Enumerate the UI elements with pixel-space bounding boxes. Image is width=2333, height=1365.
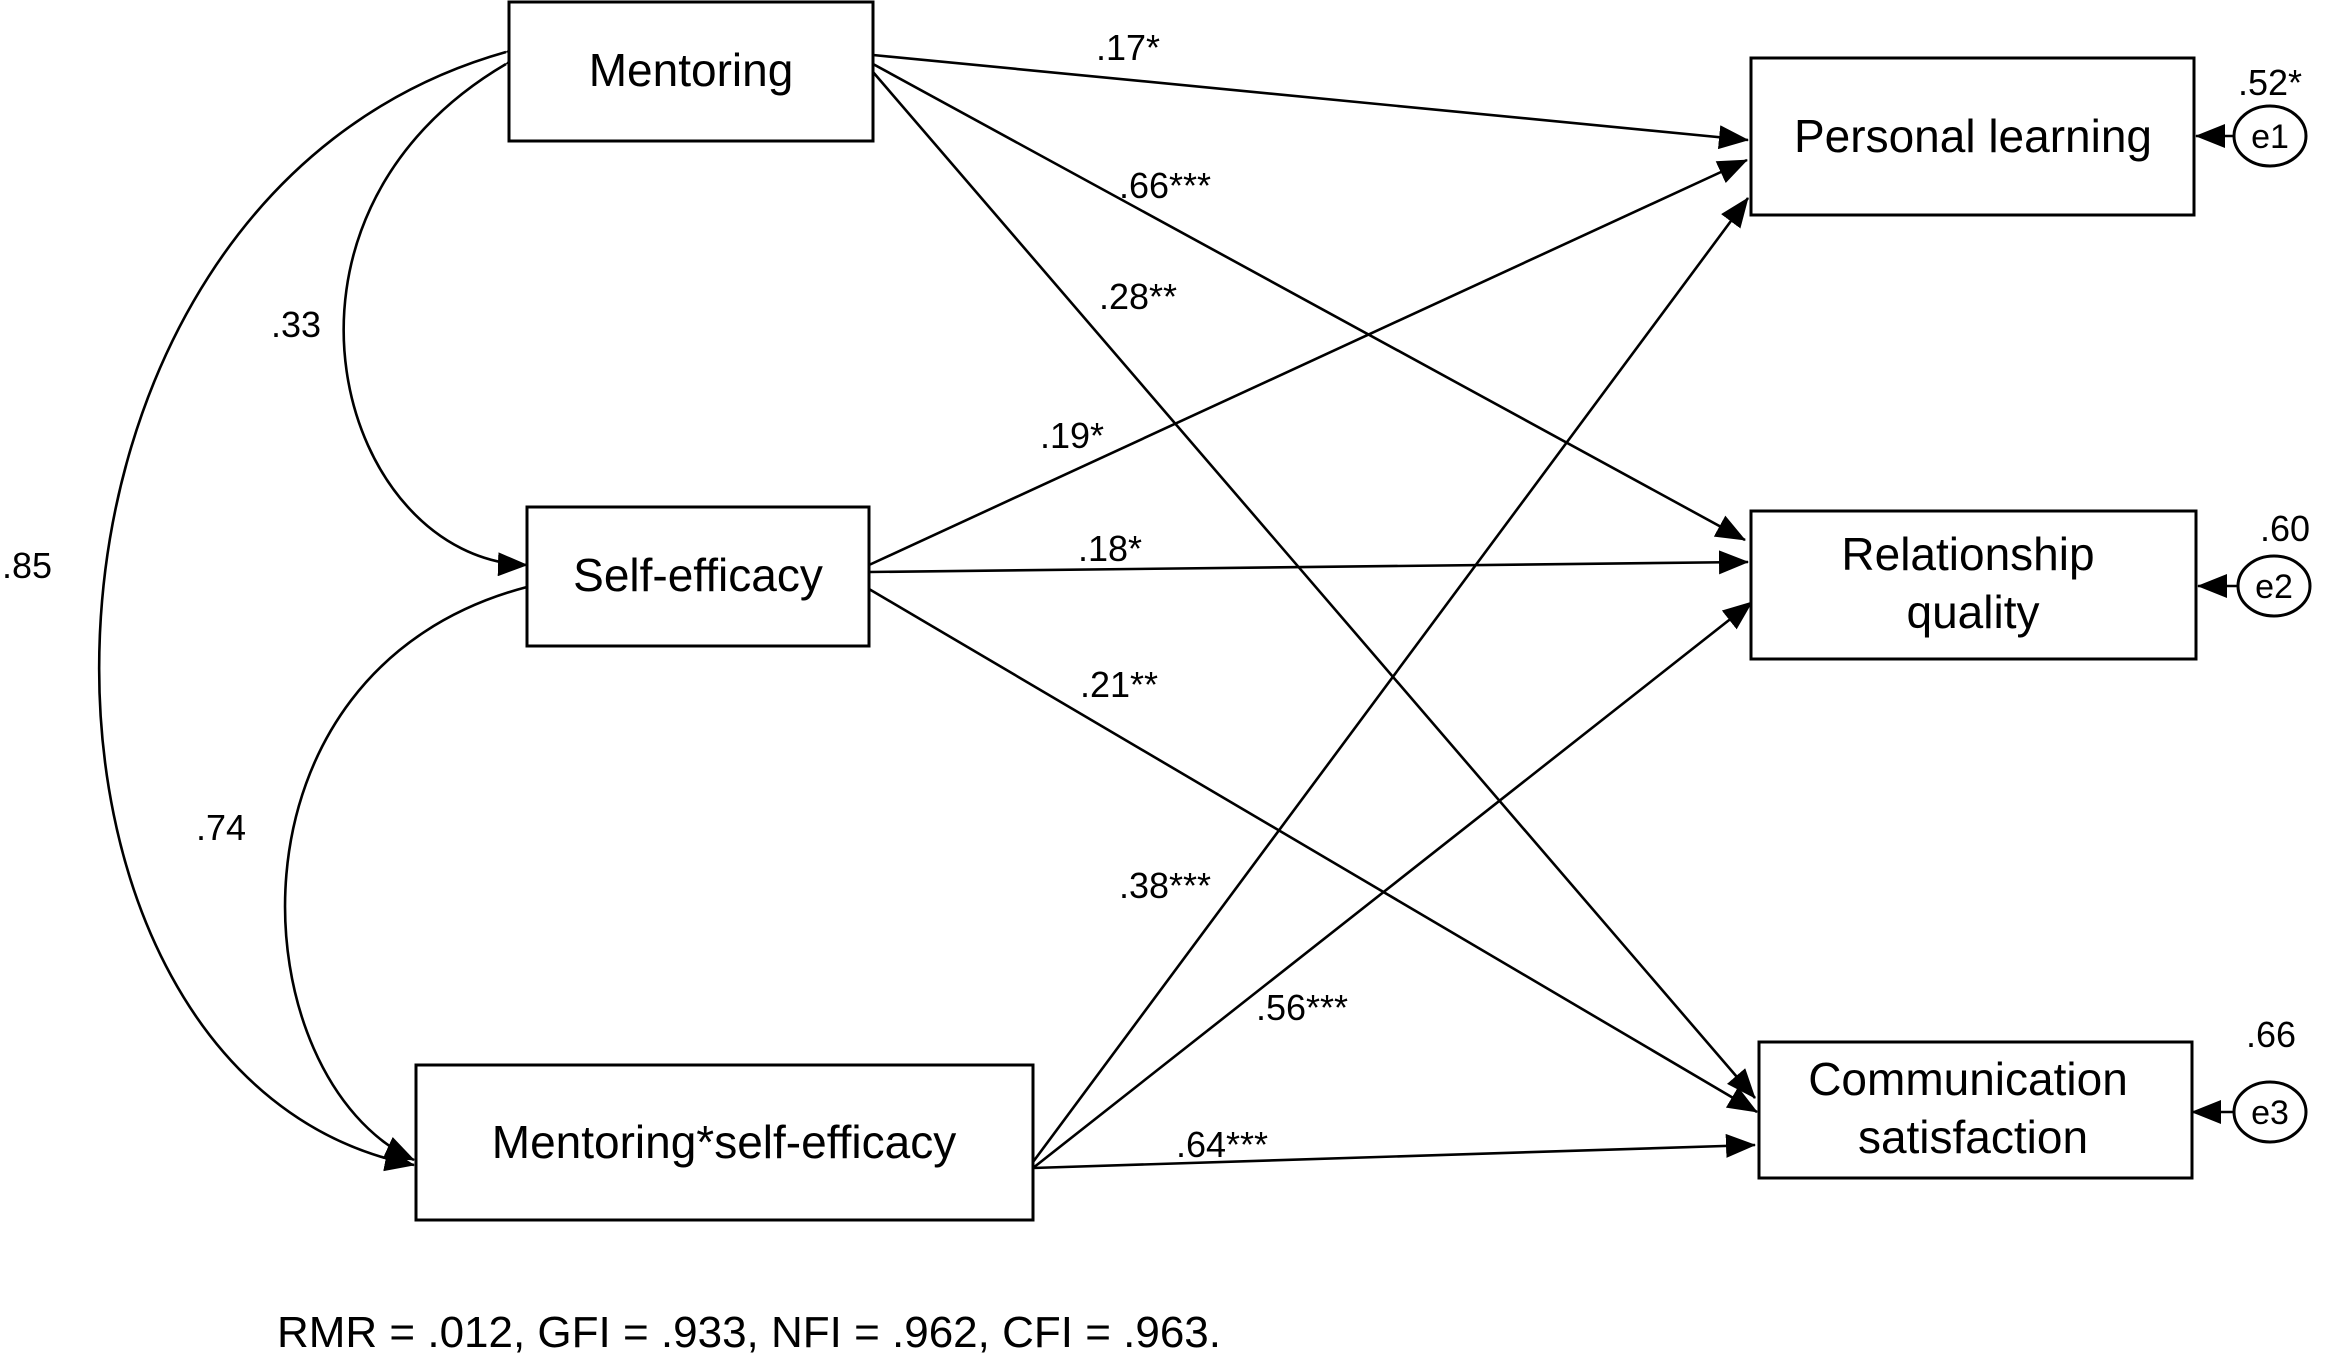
coef-label-interaction-personal-learning: .38***	[1119, 865, 1211, 906]
node-communication-satisfaction-line2: satisfaction	[1858, 1111, 2088, 1163]
node-relationship-quality-line1: Relationship	[1841, 528, 2094, 580]
node-self-efficacy: Self-efficacy	[525, 505, 871, 648]
node-relationship-quality-line2: quality	[1907, 586, 2040, 638]
path-self-efficacy-personal-learning	[868, 158, 1748, 567]
path-mentoring-communication-satisfaction	[872, 71, 1756, 1099]
correlation-mentoring-interaction	[97, 32, 538, 1172]
r2-label-e2: .60	[2260, 508, 2310, 549]
node-mentoring: Mentoring	[507, 0, 875, 143]
path-mentoring-personal-learning	[872, 53, 1749, 150]
corr-label-self-efficacy-interaction: .74	[196, 807, 246, 848]
corr-label-mentoring-interaction: .85	[2, 545, 52, 586]
error-e2-label: e2	[2255, 568, 2293, 606]
node-communication-satisfaction: Communication satisfaction	[1757, 1040, 2194, 1180]
error-e1: e1	[2232, 104, 2308, 168]
node-interaction-label: Mentoring*self-efficacy	[492, 1116, 956, 1168]
path-mentoring-relationship-quality	[872, 62, 1746, 542]
correlation-mentoring-self-efficacy	[342, 38, 538, 577]
error-e3-label: e3	[2251, 1094, 2289, 1132]
coef-label-self-efficacy-personal-learning: .19*	[1040, 415, 1104, 456]
node-mentoring-label: Mentoring	[589, 44, 794, 96]
coef-label-mentoring-relationship-quality: .66***	[1119, 165, 1211, 206]
error-e2: e2	[2236, 554, 2312, 618]
path-self-efficacy-relationship-quality	[868, 550, 1749, 575]
node-self-efficacy-label: Self-efficacy	[573, 549, 823, 601]
node-interaction: Mentoring*self-efficacy	[414, 1063, 1035, 1222]
node-personal-learning: Personal learning	[1749, 56, 2196, 217]
corr-label-mentoring-self-efficacy: .33	[271, 304, 321, 345]
coef-label-self-efficacy-relationship-quality: .18*	[1078, 528, 1142, 569]
path-self-efficacy-communication-satisfaction	[868, 587, 1758, 1114]
r2-label-e1: .52*	[2238, 62, 2302, 103]
coef-label-self-efficacy-communication-satisfaction: .21**	[1080, 664, 1158, 705]
coef-label-interaction-relationship-quality: .56***	[1256, 987, 1348, 1028]
r2-label-e3: .66	[2246, 1014, 2296, 1055]
path-interaction-relationship-quality	[1032, 600, 1753, 1170]
error-e1-label: e1	[2251, 118, 2289, 156]
coef-label-mentoring-communication-satisfaction: .28**	[1099, 276, 1177, 317]
node-personal-learning-label: Personal learning	[1794, 110, 2152, 162]
node-communication-satisfaction-line1: Communication	[1808, 1053, 2128, 1105]
fit-indices: RMR = .012, GFI = .933, NFI = .962, CFI …	[277, 1308, 1221, 1357]
node-relationship-quality: Relationship quality	[1749, 509, 2198, 661]
path-interaction-communication-satisfaction	[1032, 1133, 1756, 1170]
coef-label-interaction-communication-satisfaction: .64***	[1176, 1124, 1268, 1165]
coef-label-mentoring-personal-learning: .17*	[1096, 27, 1160, 68]
error-e3: e3	[2232, 1080, 2308, 1144]
path-interaction-personal-learning	[1031, 197, 1750, 1163]
